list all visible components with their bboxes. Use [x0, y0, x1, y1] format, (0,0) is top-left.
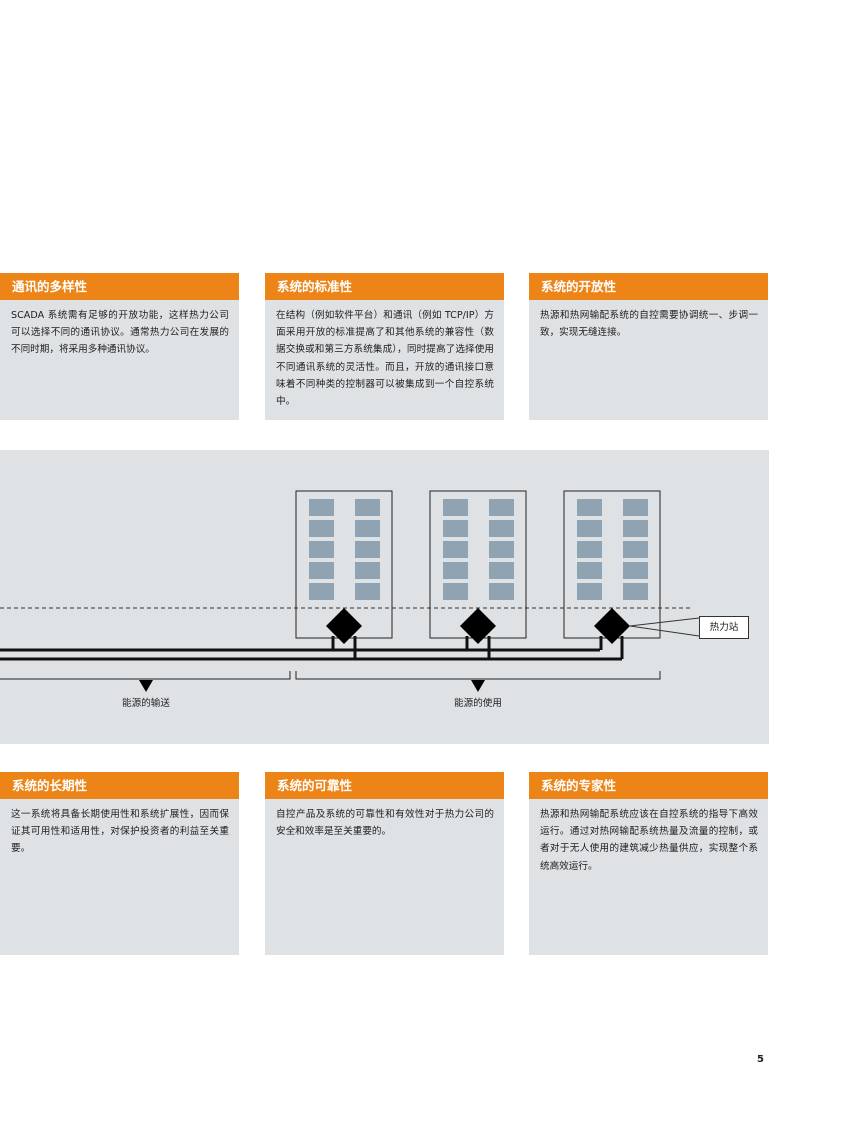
card-title: 系统的开放性 — [529, 273, 768, 300]
card-title: 系统的长期性 — [0, 772, 239, 799]
substation-1-icon — [326, 608, 362, 644]
arrow-down-icon — [139, 680, 153, 692]
card-title: 通讯的多样性 — [0, 273, 239, 300]
pipe-network — [0, 636, 624, 661]
card-text: 热源和热网输配系统的自控需要协调统一、步调一致，实现无缝连接。 — [540, 310, 758, 339]
page-number: 5 — [757, 1054, 764, 1065]
card-communication-diversity: 通讯的多样性 SCADA 系统需有足够的开放功能，这样热力公司可以选择不同的通讯… — [0, 273, 239, 420]
card-system-standard: 系统的标准性 在结构（例如软件平台）和通讯（例如 TCP/IP）方面采用开放的标… — [265, 273, 504, 420]
card-text: 自控产品及系统的可靠性和有效性对于热力公司的安全和效率是至关重要的。 — [276, 809, 494, 838]
card-system-expertise: 系统的专家性 热源和热网输配系统应该在自控系统的指导下高效运行。通过对热网输配系… — [529, 772, 768, 955]
substation-2-icon — [460, 608, 496, 644]
bracket-transmission — [0, 671, 291, 680]
card-title: 系统的标准性 — [265, 273, 504, 300]
card-title: 系统的可靠性 — [265, 772, 504, 799]
card-system-reliability: 系统的可靠性 自控产品及系统的可靠性和有效性对于热力公司的安全和效率是至关重要的… — [265, 772, 504, 955]
card-text: 热源和热网输配系统应该在自控系统的指导下高效运行。通过对热网输配系统热量及流量的… — [540, 809, 758, 872]
heat-network-diagram — [0, 450, 769, 744]
building-2 — [429, 490, 527, 639]
card-system-openness: 系统的开放性 热源和热网输配系统的自控需要协调统一、步调一致，实现无缝连接。 — [529, 273, 768, 420]
substation-3-icon — [594, 608, 630, 644]
card-text: 在结构（例如软件平台）和通讯（例如 TCP/IP）方面采用开放的标准提高了和其他… — [276, 310, 494, 408]
card-text: 这一系统将具备长期使用性和系统扩展性，因而保证其可用性和适用性，对保护投资者的利… — [11, 809, 229, 855]
card-text: SCADA 系统需有足够的开放功能，这样热力公司可以选择不同的通讯协议。通常热力… — [11, 310, 229, 356]
callout-leader-bottom — [629, 625, 700, 637]
arrow-down-icon — [471, 680, 485, 692]
diagram-svg — [0, 490, 700, 692]
heat-station-callout: 热力站 — [699, 616, 749, 639]
bracket-usage — [295, 671, 661, 680]
label-energy-transmission: 能源的输送 — [122, 698, 170, 709]
label-energy-usage: 能源的使用 — [454, 698, 502, 709]
card-title: 系统的专家性 — [529, 772, 768, 799]
card-system-longevity: 系统的长期性 这一系统将具备长期使用性和系统扩展性，因而保证其可用性和适用性，对… — [0, 772, 239, 955]
callout-leader-top — [629, 617, 700, 627]
